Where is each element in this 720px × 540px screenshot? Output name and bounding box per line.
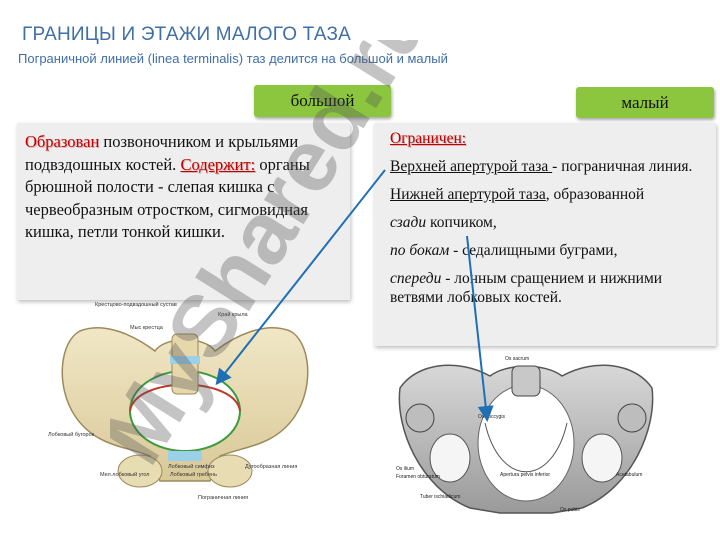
page-subtitle: Пограничной линией (linea terminalis) та… [18,51,448,66]
pelvis1-label-0: Крестцово-подвздошный сустав [95,301,177,308]
upper-aperture-label: Верхней апертурой таза [390,158,553,175]
page-title: ГРАНИЦЫ И ЭТАЖИ МАЛОГО ТАЗА [22,24,352,45]
formed-label: Образован [25,132,100,151]
small-pelvis-description: Ограничен: Верхней апертурой таза - погр… [374,123,716,346]
pelvis2-label-7: Acetabulum [616,472,642,478]
contains-label: Содержит: [180,154,256,174]
lower-aperture-label: Нижней апертурой таза [390,186,546,203]
lower-aperture-text: , образованной [545,186,645,203]
big-pelvis-description: Образован позвоночником и крыльями подвз… [17,123,350,300]
pelvis2-label-2: Os ilium [396,466,414,472]
tag-small-pelvis: малый [576,87,714,118]
pelvis2-label-4: Os pubis [560,507,580,513]
pelvis-inferior-illustration: Os sacrum Os coccygis Os ilium Tuber isc… [396,356,654,514]
pelvis2-label-5: Apertura pelvis inferior [500,472,550,478]
pelvis1-label-6: Пограничная линия [198,495,248,501]
sides-text: - седалищными буграми, [449,242,618,259]
sides-label: по бокам [390,242,450,259]
pelvis1-label-7: Дугообразная линия [245,464,297,470]
pelvis2-label-6: Foramen obturatum [396,474,440,480]
pelvis-anterior-illustration: Крестцово-подвздошный сустав Мыс крестца… [48,301,309,501]
contains-text: органы брюшной полости - слепая кишка с … [25,154,310,242]
pelvis2-label-1: Os coccygis [478,414,505,420]
pelvis2-label-3: Tuber ischiadicum [420,494,460,500]
pelvis1-label-8: Мел.лобковый угол [100,471,150,478]
pelvis1-label-5: Лобковый гребень [170,471,217,478]
pelvis1-label-1: Мыс крестца [130,325,164,331]
tag-big-pelvis: большой [254,85,391,117]
front-label: спереди [390,270,442,287]
pelvis1-label-3: Лобковый бугорок [48,431,95,438]
pelvis1-label-2: Край крыла [218,311,249,318]
limited-label: Ограничен: [390,130,467,147]
pelvis1-label-4: Лобковый симфиз [168,463,215,470]
behind-label: сзади [390,214,427,231]
upper-aperture-text: - пограничная линия. [552,158,693,175]
behind-text: копчиком, [426,214,497,231]
pelvis2-label-0: Os sacrum [505,356,529,362]
formed-text: позвоночником и крыльями подвздошных кос… [25,132,299,174]
